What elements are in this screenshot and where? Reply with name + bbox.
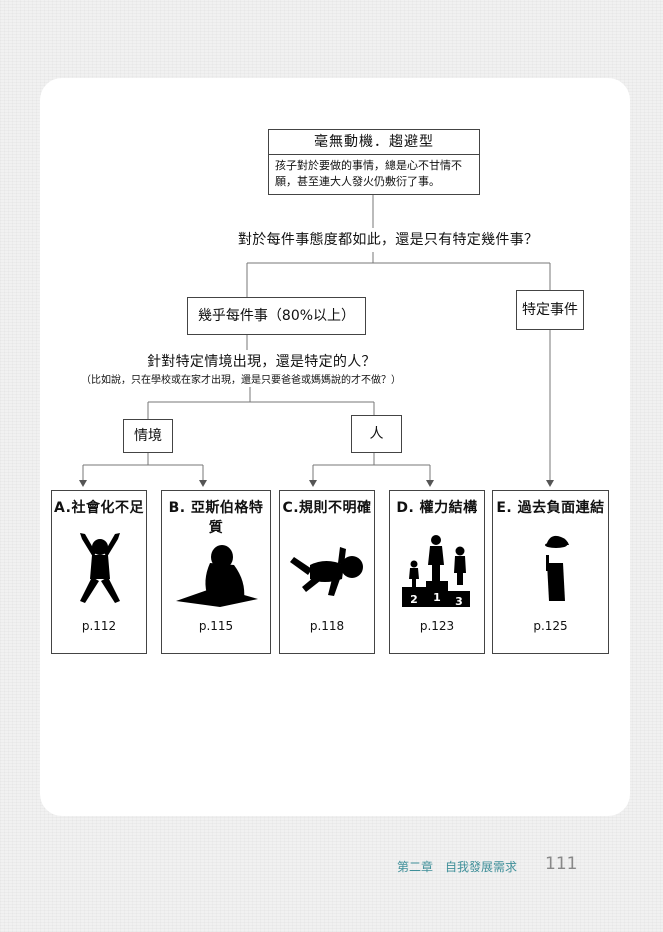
podium-label-2: 2: [410, 593, 418, 606]
category-page: p.125: [533, 619, 568, 633]
category-a-box: A.社會化不足 p.112: [51, 490, 147, 654]
category-title: C.規則不明確: [282, 500, 372, 516]
question-situation-or-person: 針對特定情境出現，還是特定的人？: [147, 354, 376, 370]
podium-label-1: 1: [433, 591, 441, 604]
branch-person-box: 人: [351, 415, 402, 453]
footer-page-number: 111: [545, 854, 578, 874]
category-title: D. 權力結構: [396, 500, 478, 516]
podium-icon: 2 1 3: [402, 535, 470, 608]
person-alone-icon: [545, 535, 569, 601]
category-page: p.112: [81, 619, 117, 633]
branch-situation-label: 情境: [134, 428, 162, 444]
root-title: 毫無動機．趨避型: [269, 130, 479, 155]
child-reading-icon: [176, 545, 258, 607]
category-b-box: B. 亞斯伯格特質 p.115: [161, 490, 271, 654]
category-page: p.118: [309, 619, 345, 633]
category-page: p.115: [198, 619, 234, 633]
category-d-box: D. 權力結構 2 1 3 p.123: [389, 490, 485, 654]
branch-specific-box: 特定事件: [516, 290, 584, 330]
branch-specific-label: 特定事件: [522, 302, 578, 318]
podium-label-3: 3: [455, 595, 463, 608]
category-title: E. 過去負面連結: [496, 500, 605, 516]
question-scope: 對於每件事態度都如此，還是只有特定幾件事？: [238, 232, 539, 248]
branch-person-label: 人: [369, 426, 384, 442]
category-page: p.123: [419, 619, 455, 633]
child-cheering-icon: [80, 533, 120, 603]
root-box: 毫無動機．趨避型 孩子對於要做的事情，總是心不甘情不願，甚至連大人發火仍敷衍了事…: [268, 129, 480, 195]
category-e-box: E. 過去負面連結 p.125: [492, 490, 609, 654]
root-description: 孩子對於要做的事情，總是心不甘情不願，甚至連大人發火仍敷衍了事。: [275, 159, 462, 188]
category-title: A.社會化不足: [54, 500, 144, 516]
branch-situation-box: 情境: [123, 419, 173, 453]
category-c-box: C.規則不明確 p.118: [279, 490, 375, 654]
category-title: B. 亞斯伯格特質: [168, 500, 264, 536]
question-hint: （比如說，只在學校或在家才出現，還是只要爸爸或媽媽說的才不做？）: [81, 375, 401, 386]
child-tantrum-icon: [290, 547, 363, 596]
branch-every-label: 幾乎每件事（80%以上）: [197, 308, 356, 324]
branch-every-box: 幾乎每件事（80%以上）: [187, 297, 366, 335]
footer-chapter: 第二章 自我發展需求: [397, 860, 518, 874]
